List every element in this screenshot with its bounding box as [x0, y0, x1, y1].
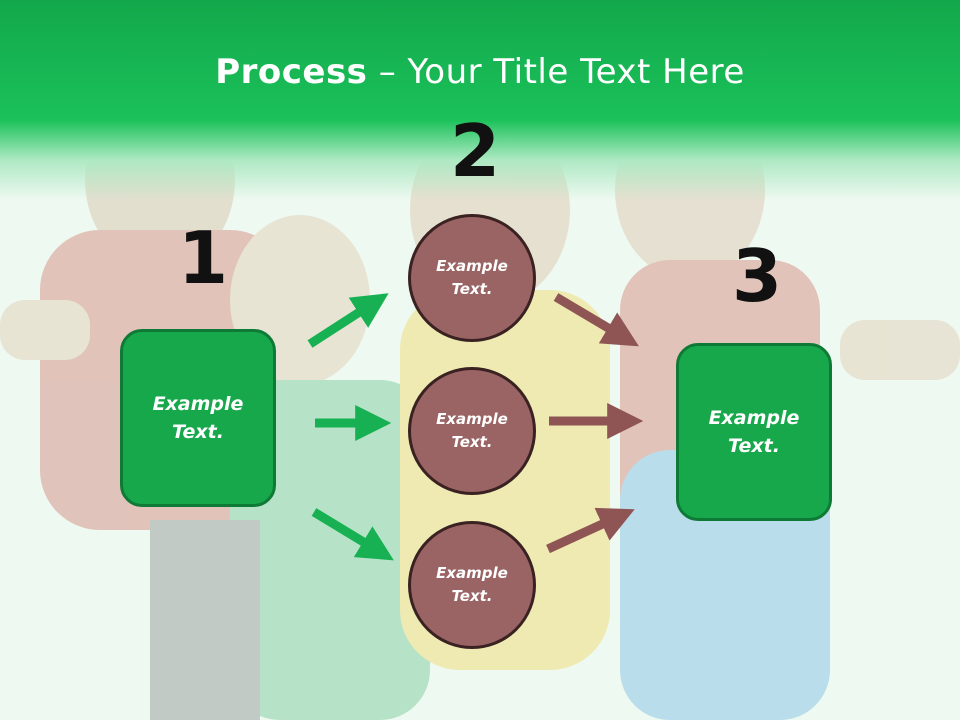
step-number-1: 1 [178, 216, 229, 300]
step1-box: Example Text. [120, 329, 276, 507]
arrow-bottom-to-right [546, 507, 635, 554]
circle-bottom-label: Example Text. [436, 563, 508, 605]
arrow-left-to-top [307, 293, 389, 348]
arrow-top-to-right [553, 293, 639, 347]
step3-box-label: Example Text. [708, 406, 800, 458]
step-number-3: 3 [732, 234, 783, 318]
step1-box-label: Example Text. [152, 392, 244, 444]
slide-title: Process – Your Title Text Here [0, 52, 960, 92]
step2-circle-top: Example Text. [408, 214, 536, 342]
step2-circle-bottom: Example Text. [408, 521, 536, 649]
title-banner [0, 0, 960, 200]
arrow-left-to-bottom [311, 508, 394, 561]
circle-middle-label: Example Text. [436, 409, 508, 451]
title-bold-part: Process [215, 52, 368, 92]
step3-box: Example Text. [676, 343, 832, 521]
step-number-2: 2 [450, 109, 501, 193]
step2-circle-middle: Example Text. [408, 367, 536, 495]
circle-top-label: Example Text. [436, 256, 508, 298]
title-rest-part: – Your Title Text Here [367, 52, 745, 92]
